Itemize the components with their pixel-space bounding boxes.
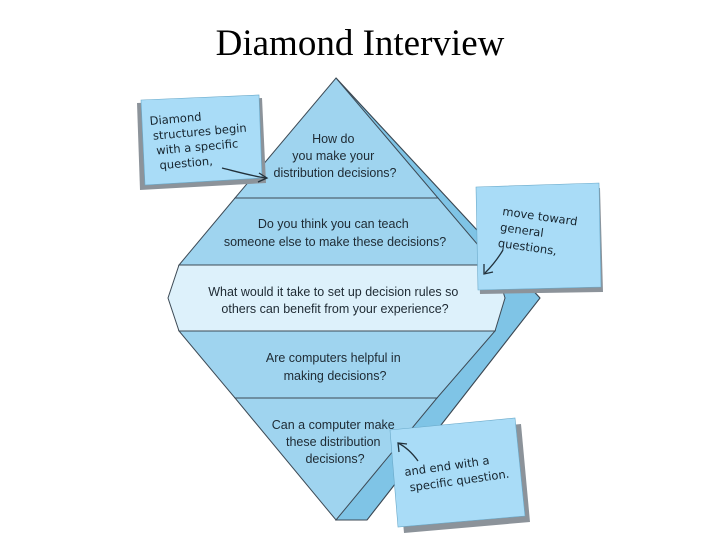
arrowhead-icon — [483, 264, 494, 275]
level-4-text: Are computers helpful in making decision… — [266, 351, 404, 383]
sticky-note-middle: move toward general questions, — [475, 182, 603, 294]
arrow-icon — [221, 167, 267, 179]
sticky-note-start: Diamond structures begin with a specific… — [137, 94, 269, 190]
sticky-note-end: and end with a specific question. — [389, 417, 530, 533]
arrow-icon — [484, 249, 504, 274]
level-5-text: Can a computer make these distribution d… — [272, 418, 398, 466]
level-3-text: What would it take to set up decision ru… — [208, 285, 462, 316]
sticky-note-start-text: Diamond structures begin with a specific… — [149, 105, 253, 172]
arrow-icon — [397, 442, 419, 462]
arrowhead-icon — [397, 442, 408, 453]
level-2-text: Do you think you can teach someone else … — [224, 217, 446, 249]
level-1-text: How do you make your distribution decisi… — [274, 132, 397, 180]
arrowhead-icon — [257, 172, 269, 183]
diamond-level-5 — [233, 397, 439, 521]
slide-title: Diamond Interview — [215, 23, 505, 64]
